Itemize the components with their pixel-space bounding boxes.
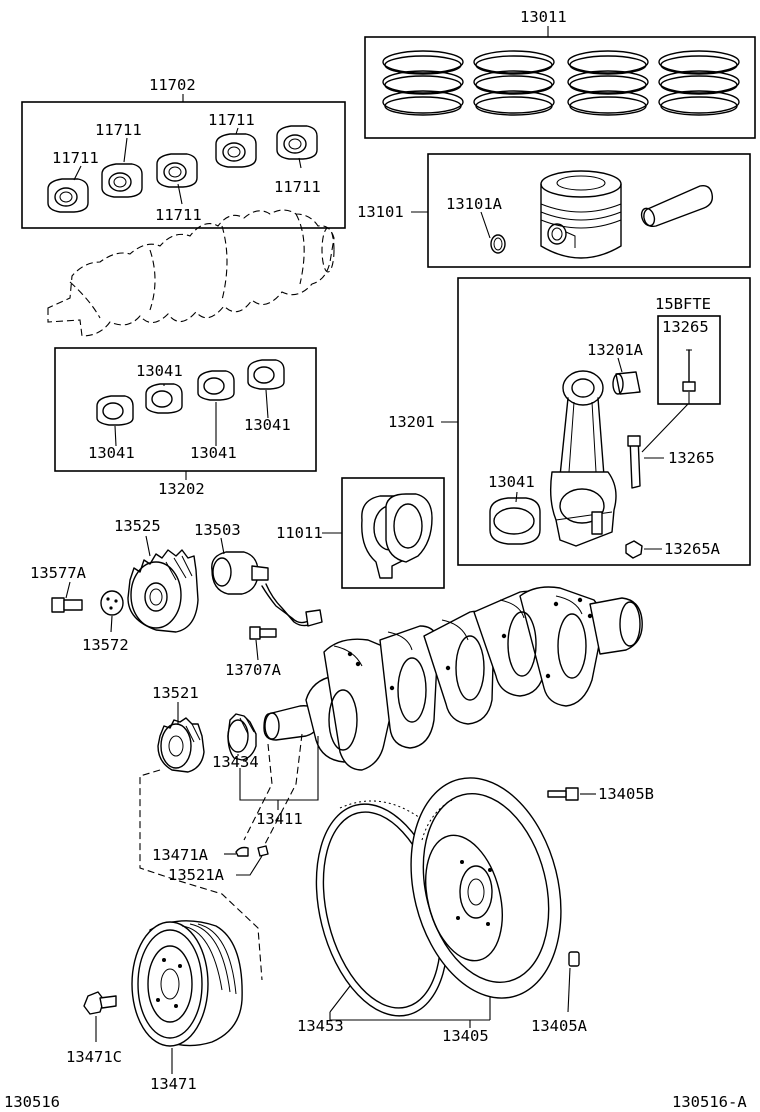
connecting-rod [549,370,617,547]
label-13265a: 13265A [664,540,721,558]
bearing-shell [96,395,134,426]
thrust-washers [361,493,433,579]
label-13405: 13405 [442,1027,489,1045]
label-13521: 13521 [152,684,199,702]
label-13041-a: 13041 [136,362,183,380]
label-11711-c: 11711 [52,149,99,167]
crank-bearing-shells-lower [96,359,285,426]
bearing-shell [47,178,89,213]
label-13265-a: 13265 [662,318,709,336]
label-13471a: 13471A [152,846,209,864]
leader-lines [65,26,689,1074]
flywheel [410,777,562,999]
bearing-shell [101,163,143,198]
label-13201a: 13201A [587,341,644,359]
small-end-bushing [612,371,641,395]
crank-bearing-shells-upper [47,125,318,213]
label-13471: 13471 [150,1075,197,1093]
label-11702: 11702 [149,76,196,94]
label-13101: 13101 [357,203,404,221]
ring-set-3 [567,50,649,116]
flywheel-bolt [547,787,579,801]
label-13453: 13453 [297,1017,344,1035]
footer-codes: 130516 130516-A [4,1093,747,1111]
bearing-shell [276,125,318,160]
label-13434: 13434 [212,753,259,771]
crank-sprocket [227,713,257,761]
bearing-shell [197,370,235,401]
ring-set-4 [658,50,740,116]
piston-pin-snap-ring [490,234,506,254]
rod-bolt-15bfte [682,349,696,404]
label-13265-b: 13265 [668,449,715,467]
label-11711-a: 11711 [95,121,142,139]
label-11711-d: 11711 [274,178,321,196]
label-13101a: 13101A [446,195,503,213]
piston-pin [640,184,714,228]
label-13041-rod: 13041 [488,473,535,491]
gear-plate [100,590,124,616]
label-13011: 13011 [520,8,567,26]
label-13202: 13202 [158,480,205,498]
piston-ring-set [382,50,740,116]
crankshaft [263,586,643,771]
rod-nut [625,540,643,559]
label-13041-c: 13041 [190,444,237,462]
crank-pulley [131,920,243,1047]
crank-timing-gear [157,717,205,773]
label-13521a: 13521A [168,866,225,884]
label-11711-b: 11711 [208,111,255,129]
label-13041-d: 13041 [244,416,291,434]
piston [540,170,622,259]
bearing-shell [247,359,285,390]
label-11011: 11011 [276,524,323,542]
pulley-bolt [83,991,117,1015]
label-13405a: 13405A [531,1017,588,1035]
part-labels: 13011 11702 11711 11711 11711 11711 1171… [30,8,721,1093]
box-piston [427,153,751,268]
label-13577a: 13577A [30,564,87,582]
gear-bolt [51,597,83,613]
bearing-shell [145,383,183,414]
label-13707a: 13707A [225,661,282,679]
dowel-pin [568,951,580,967]
ring-set-1 [382,50,464,116]
label-13572: 13572 [82,636,129,654]
bearing-shell [156,153,198,188]
crankshaft-phantom [47,209,335,337]
label-13503: 13503 [194,521,241,539]
diagram-code-left: 130516 [4,1093,60,1111]
balance-shaft-gear [127,549,199,633]
crank-position-sensor [211,551,323,627]
label-13471c: 13471C [66,1048,122,1066]
label-11711-e: 11711 [155,206,202,224]
label-15bfte: 15BFTE [655,295,711,313]
label-13411: 13411 [256,810,303,828]
assembly-guide-lines [139,733,303,981]
diagram-code-right: 130516-A [672,1093,747,1111]
label-13201: 13201 [388,413,435,431]
label-13525: 13525 [114,517,161,535]
bearing-shell [215,133,257,168]
ring-set-2 [473,50,555,116]
box-piston-rings [364,36,756,139]
woodruff-keys [235,845,269,857]
rod-bolt [627,435,641,489]
sensor-bolt [249,626,277,640]
label-13041-b: 13041 [88,444,135,462]
rod-bearing [489,497,541,545]
label-13405b: 13405B [598,785,654,803]
